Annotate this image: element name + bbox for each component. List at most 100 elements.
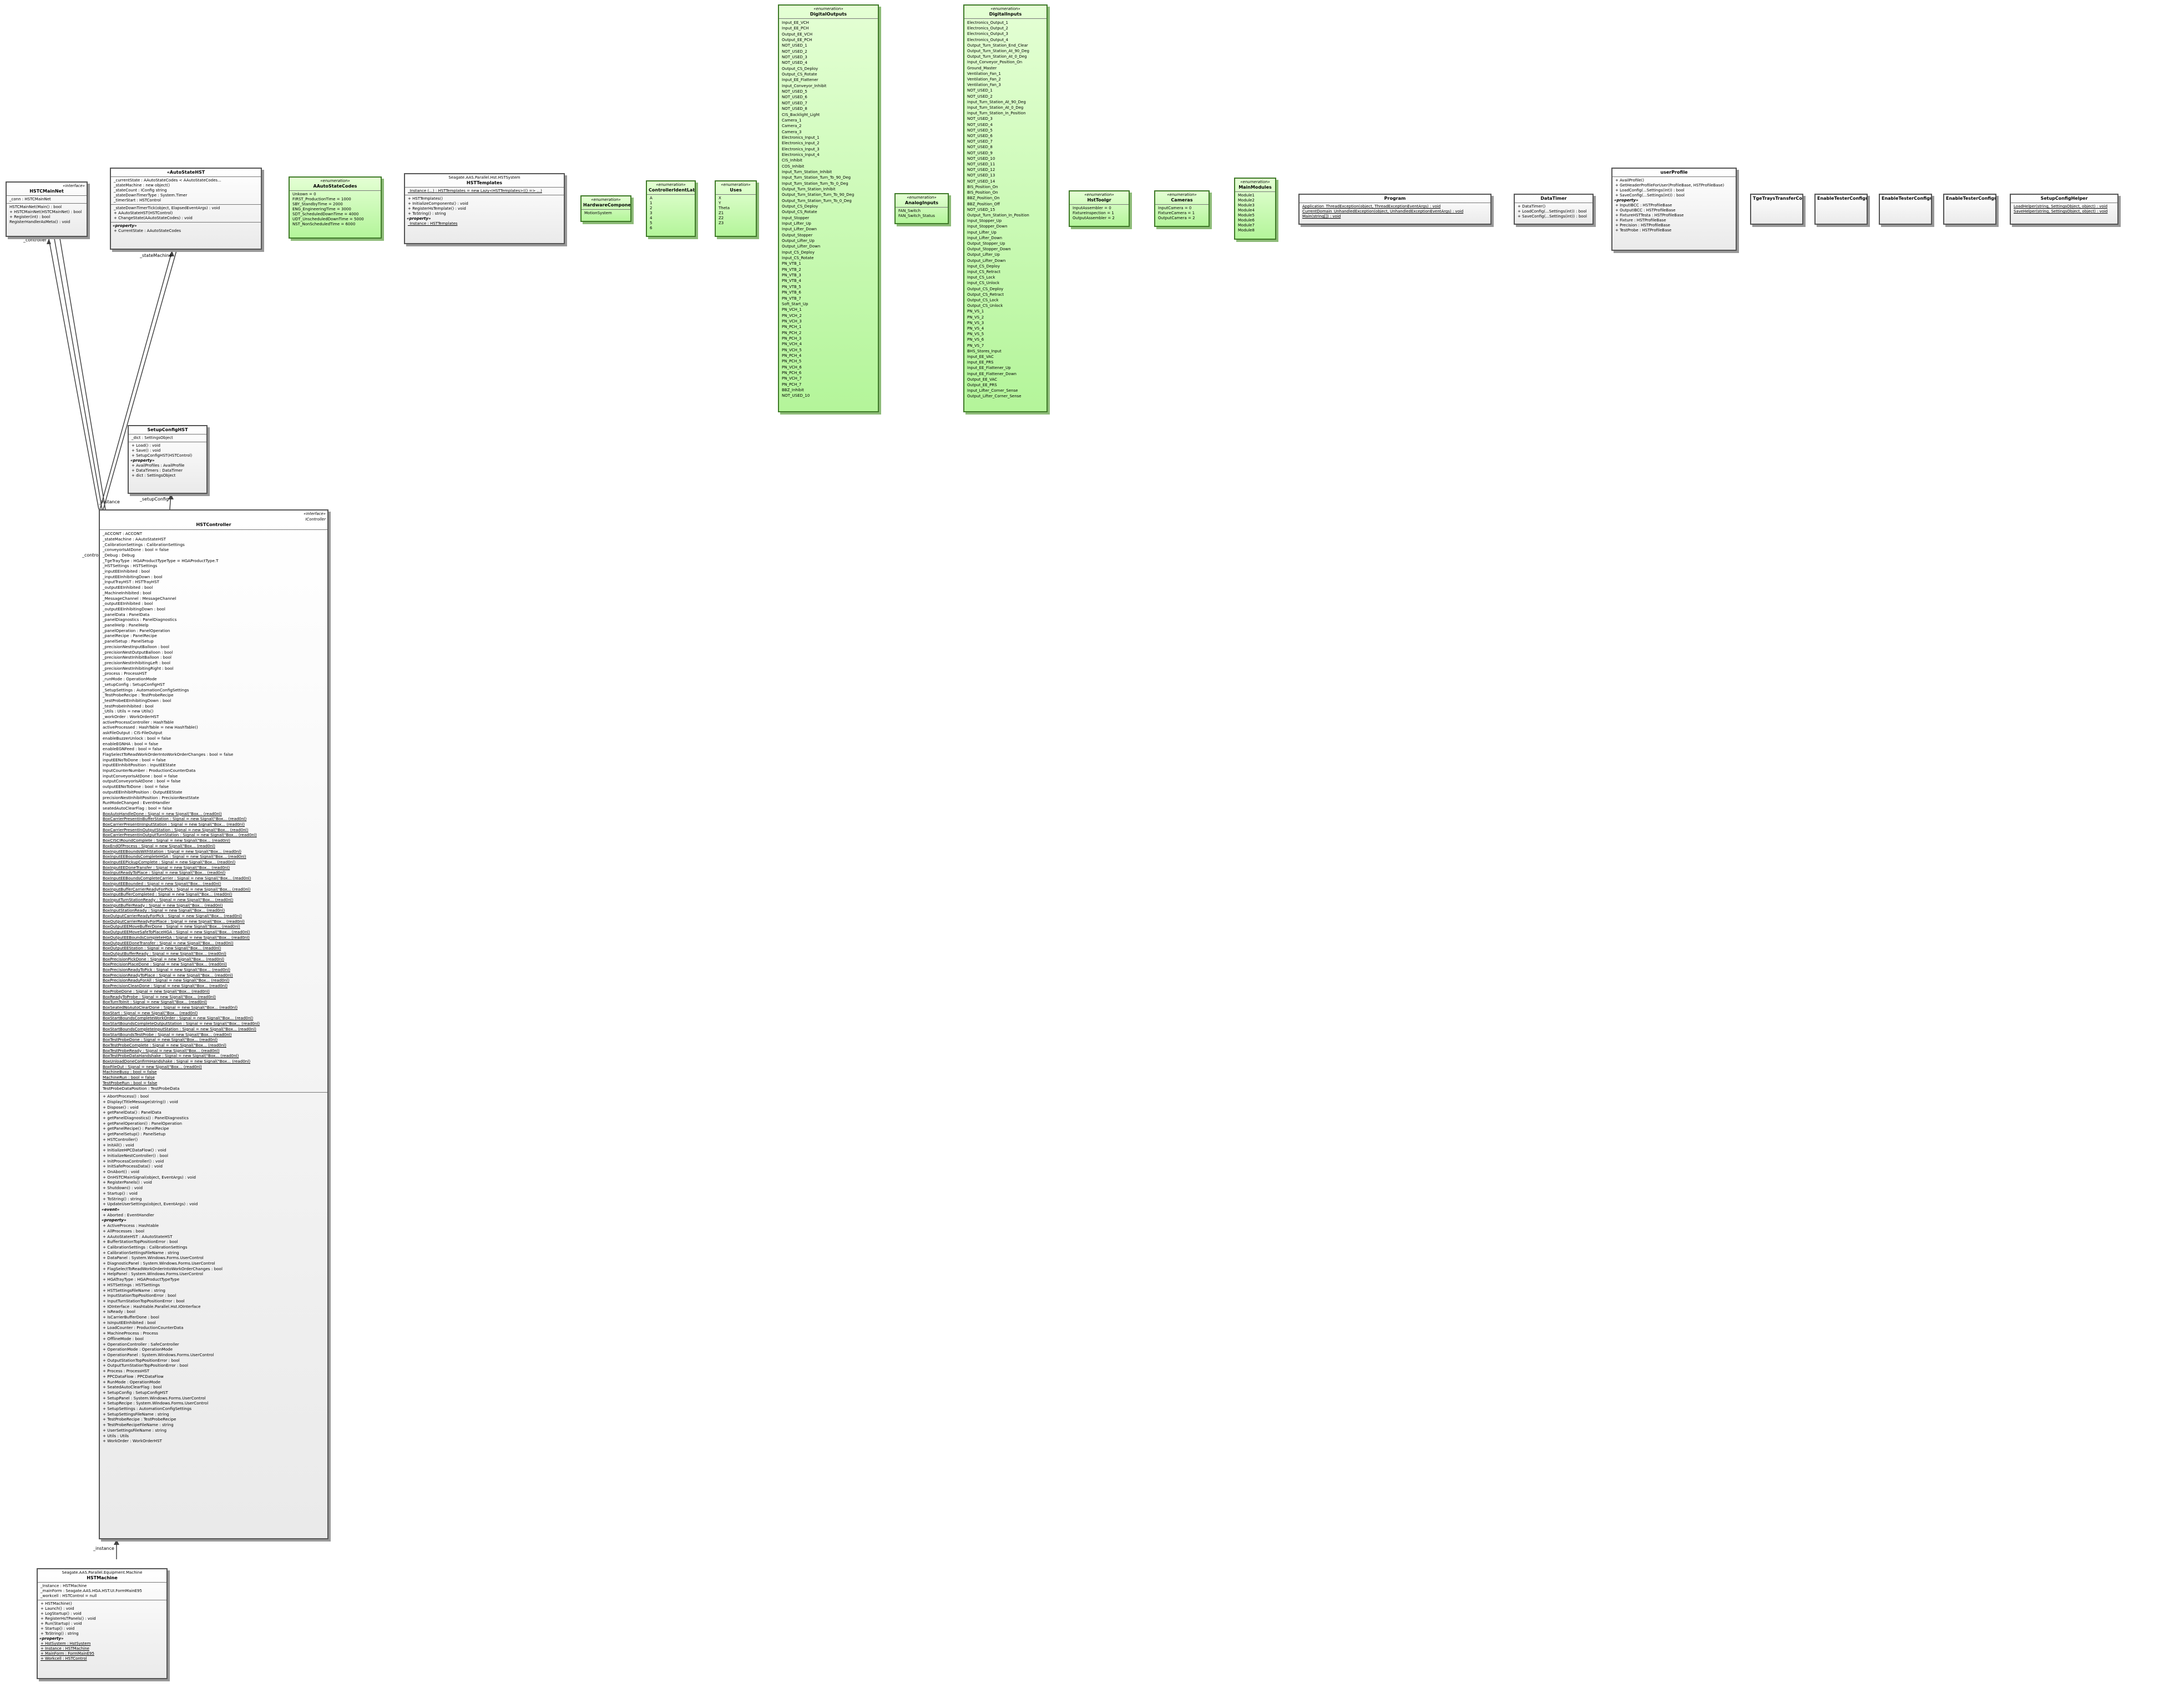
member-line: _precisionNestOutputBalloon : bool [103, 649, 173, 655]
member-line: PN_VCH_6 [782, 365, 802, 370]
member-line: Camera_2 [782, 124, 802, 129]
class-header: «enumeration» DigitalOutputs [779, 6, 878, 19]
member-line: + InitProcessController() : void [103, 1158, 164, 1164]
enum-digital-inputs[interactable]: «enumeration» DigitalInputs Electronics_… [963, 4, 1048, 412]
member-line: + DataPanel : System.Windows.Forms.UserC… [103, 1255, 204, 1261]
class-data-timer[interactable]: DataTimer + DataTimer()+ LoadConfig(...S… [1514, 194, 1594, 225]
class-name: SetupConfigHST [147, 427, 188, 432]
member-line: + Run(Startup) : void [41, 1621, 82, 1626]
member-line: + getPanelDiagnostics() : PanelDiagnosti… [103, 1115, 189, 1121]
member-line: BoxPrecisionReadyToPick : Signal = new S… [103, 967, 231, 973]
class-program[interactable]: Program Application_ThreadException(obje… [1298, 194, 1491, 225]
member-line: + FlagSelectToReadWorkOrderIntoWorkOrder… [103, 1266, 223, 1271]
member-line: NOT_USED_3 [782, 55, 807, 60]
class-setup-config-hst[interactable]: SetupConfigHST _dict : SettingsObject + … [128, 425, 208, 494]
class-hst-templates[interactable]: Seagate.AAS.Parallel.Hst.HSTSystem HSTTe… [404, 173, 565, 244]
class-enable-tester-configure-1[interactable]: EnableTesterConfigure [1814, 194, 1868, 225]
class-header: «enumeration» DigitalInputs [964, 6, 1046, 19]
member-line: Input_CS_Rotate [782, 256, 814, 261]
member-line: CIS_Inhibit [782, 158, 802, 163]
member-line: _panelData : PanelData [103, 612, 150, 617]
class-header: Seagate.AAS.Parallel.Equipment.Machine H… [38, 1569, 166, 1583]
group-label: «event» [102, 1207, 120, 1212]
member-line: BoxInputReadyToPlace : Signal = new Sign… [103, 870, 226, 876]
class-enable-tester-configure-2[interactable]: EnableTesterConfigure [1879, 194, 1932, 225]
member-line: _outputEEInhibited : bool [103, 601, 153, 607]
enum-digital-outputs[interactable]: «enumeration» DigitalOutputs Input_EE_VC… [778, 4, 879, 412]
member-line: Module5 [1238, 213, 1255, 218]
class-user-profile[interactable]: userProfile + AvailProfile()+ GetHeaderP… [1611, 168, 1737, 251]
member-line: + OperationMode : OperationMode [103, 1347, 173, 1352]
member-line: + InitializeComponents() : void [408, 201, 468, 206]
member-line: Output_Lifter_Down [782, 244, 821, 249]
member-line: + AvailProfile() [1615, 178, 1645, 183]
class-setup-config-helper[interactable]: SetupConfigHelper LoadHelper(string, Set… [2010, 194, 2118, 225]
class-name: «AutoStateHST [166, 170, 205, 175]
member-line: NOT_USED_9 [967, 150, 993, 155]
member-line: + InitAll() : void [103, 1142, 134, 1148]
member-line: _inputEEInhibited : bool [103, 569, 150, 574]
stereotype-label: «interface» [63, 184, 85, 188]
member-line: PN_VTB_4 [782, 279, 801, 284]
member-line: Input_Lifter_Down [967, 235, 1003, 240]
member-line: PN_VTB_2 [782, 267, 801, 272]
class-hst-machine[interactable]: Seagate.AAS.Parallel.Equipment.Machine H… [37, 1568, 168, 1679]
member-line: _precisionNestInhibitingRight : bool [103, 665, 174, 671]
member-line: + InputIBCC : HSTProfileBase [1615, 203, 1672, 208]
member-line: Output_CS_Unlock [967, 304, 1003, 309]
interface-name: IController [305, 517, 326, 522]
enum-autostate-codes[interactable]: «enumeration» AAutoStateCodes Unkown = 0… [289, 176, 382, 239]
member-line: Input_Stopper_Up [967, 219, 1002, 224]
member-line: Output_Stopper_Up [967, 241, 1005, 246]
member-line: Output_Turn_Station_Inhibit [782, 186, 836, 191]
member-line: MachineRun : bool = false [103, 1075, 155, 1080]
member-line: NOT_USED_14 [967, 179, 995, 184]
fields-section: _dict : SettingsObject [129, 434, 206, 442]
member-line: + Startup() : void [103, 1190, 138, 1196]
class-icontroller[interactable]: «interface» HSTCMainNet _conn : HSTCMain… [6, 181, 88, 237]
member-line: BIS_Position_On [967, 184, 998, 189]
member-line: + OnHSTCMainSignal(object, EventArgs) : … [103, 1174, 196, 1180]
member-line: BoxCarrierPresentInInputStation : Signal… [103, 822, 245, 827]
class-tge-trays-transfer-config[interactable]: TgeTraysTransferConfig [1750, 194, 1803, 225]
member-line: BBZ_Position_On [967, 196, 1000, 201]
class-name: DigitalOutputs [810, 12, 847, 17]
member-line: + HSTSettings : HSTSettings [103, 1282, 160, 1287]
member-line: Output_CS_Rotate [782, 210, 817, 215]
member-line: Application_ThreadException(object, Thre… [1302, 204, 1441, 209]
member-line: + Aborted : EventHandler [103, 1212, 154, 1217]
member-line: 6 [650, 226, 653, 230]
member-line: NOT_USED_12 [967, 168, 995, 173]
member-line: BoxOutputBufferReady : Signal = new Sign… [103, 951, 226, 956]
member-line: BoxStartBoundsCompleteInputStation : Sig… [103, 1026, 256, 1032]
enum-hst-toolgr[interactable]: «enumeration» HstToolgr InputAssembler =… [1069, 190, 1130, 227]
member-line: SaveHelper(string, SettingsObject, objec… [2014, 209, 2108, 214]
class-header: TgeTraysTransferConfig [1751, 195, 1802, 203]
member-line: + AvailProfiles : AvailProfile [132, 463, 185, 468]
member-line: _dict : SettingsObject [132, 436, 173, 440]
member-line: Theta [719, 206, 730, 210]
member-line: BoxProbeDone : Signal = new Signal("Box.… [103, 988, 210, 994]
member-line: _process : ProcessHST [103, 671, 147, 676]
class-hst-controller[interactable]: «interface» IController HSTController _A… [99, 509, 328, 1539]
class-autostate-hst[interactable]: «AutoStateHST _currentState : AAutoState… [110, 168, 262, 250]
member-line: Electronics_Output_1 [967, 21, 1008, 25]
class-name: HstToolgr [1087, 198, 1111, 203]
class-header: EnableTesterConfigure [1944, 195, 1995, 203]
member-line: _panelOperation : PanelOperation [103, 628, 170, 633]
class-enable-tester-configure-3[interactable]: EnableTesterConfigure [1943, 194, 1996, 225]
member-line: + LoadConfig(...Settings(int)) : bool [1615, 188, 1685, 193]
member-line: Camera_1 [782, 118, 802, 123]
member-line: _currentState : AAutoStateCodes < AAutoS… [114, 178, 221, 183]
member-line: seatedAutoClearFlag : bool = false [103, 805, 172, 811]
enum-hardware-component[interactable]: «enumeration» HardwareComponent MotionSy… [580, 195, 631, 222]
member-line: + AAutoStateHST : AAutoStateHST [103, 1234, 173, 1239]
member-line: + IsReady : bool [103, 1309, 135, 1315]
